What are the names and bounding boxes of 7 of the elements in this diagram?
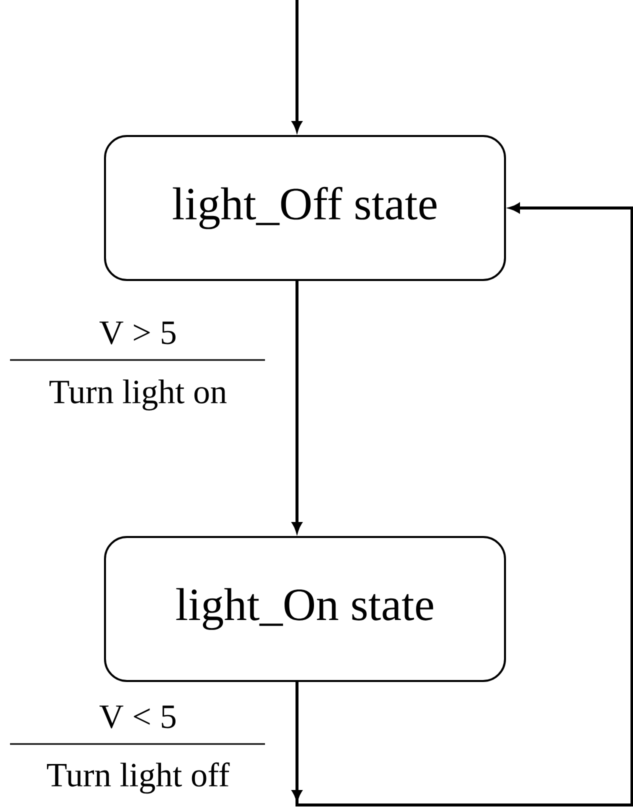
action-label: Turn light on bbox=[50, 380, 227, 410]
state-box: light_Off state bbox=[104, 135, 506, 281]
arrow bbox=[292, 203, 633, 806]
action-label: Turn light off bbox=[46, 762, 230, 794]
state-box: light_On state bbox=[104, 536, 506, 682]
edge-label: V > 5 bbox=[100, 322, 176, 344]
edge-label: V < 5 bbox=[100, 706, 176, 728]
